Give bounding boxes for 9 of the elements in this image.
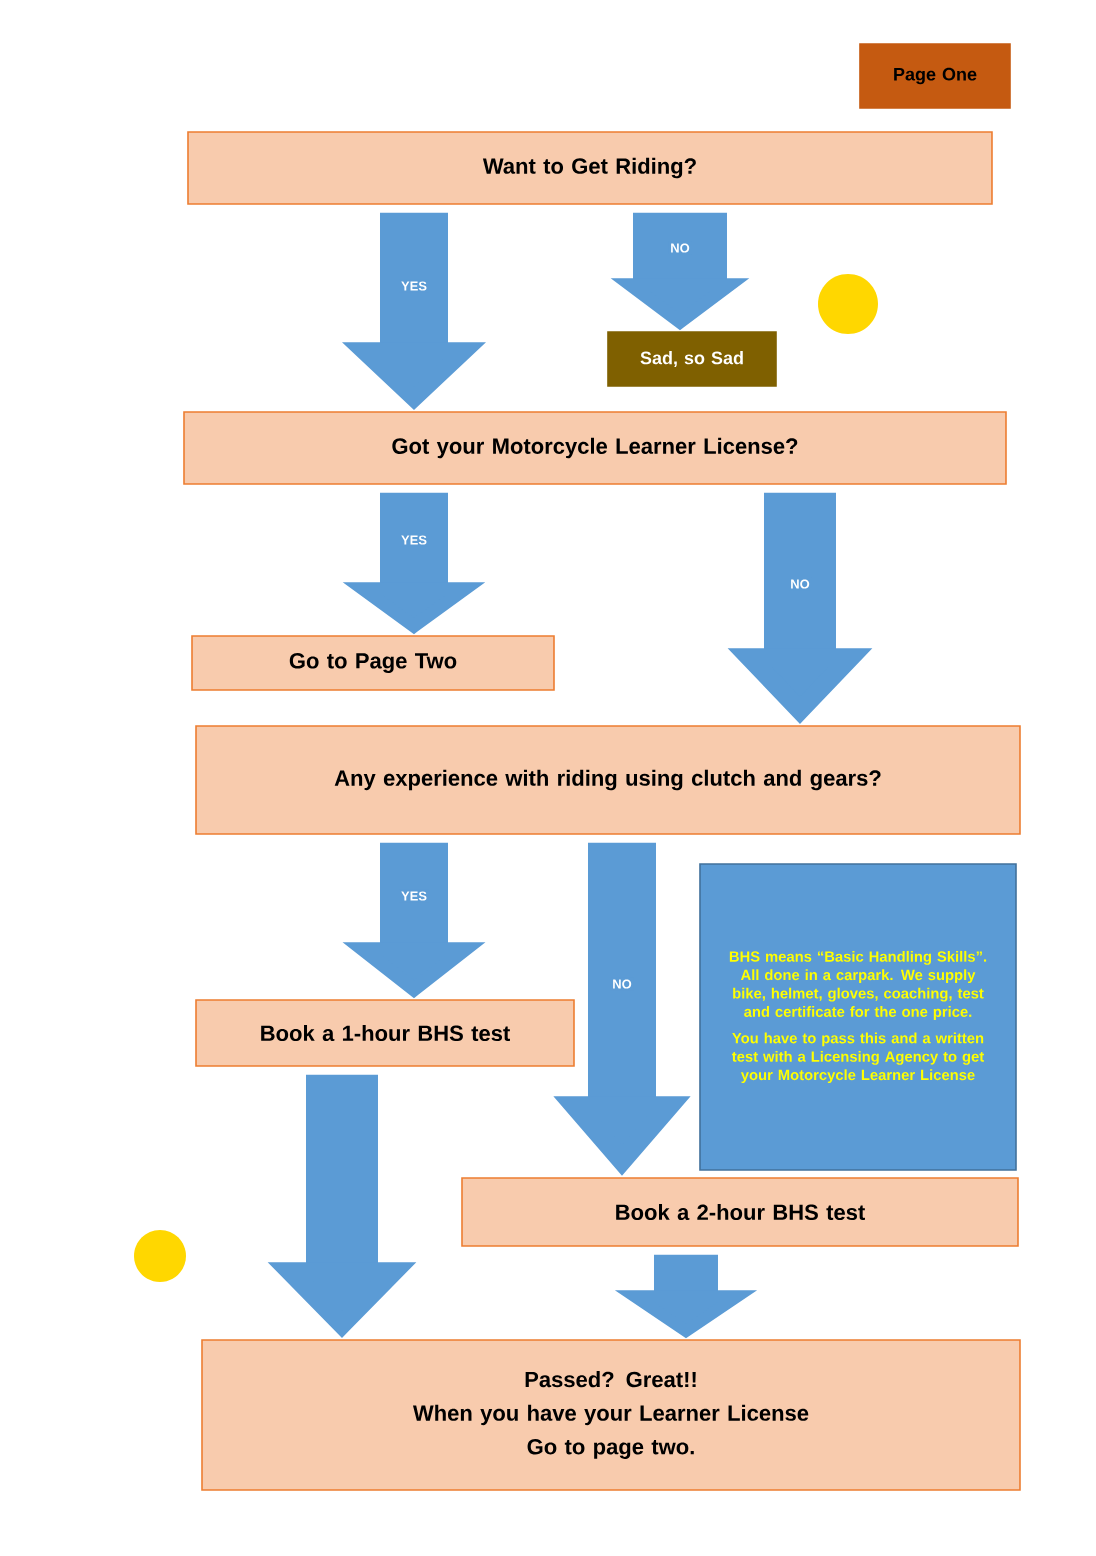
process-box: Got your Motorcycle Learner License? [183, 411, 1007, 485]
process-box: Go to Page Two [191, 635, 555, 691]
process-box: Passed? Great!! When you have your Learner License Go to page two. [201, 1339, 1021, 1491]
process-box: Book a 2-hour BHS test [461, 1177, 1019, 1247]
process-box: Want to Get Riding? [187, 131, 993, 205]
process-box: Any experience with riding using clutch and gears? [195, 725, 1021, 835]
process-box: Book a 1-hour BHS test [195, 999, 575, 1067]
tab-label: Page One [859, 43, 1011, 109]
result-box: Sad, so Sad [607, 331, 777, 387]
